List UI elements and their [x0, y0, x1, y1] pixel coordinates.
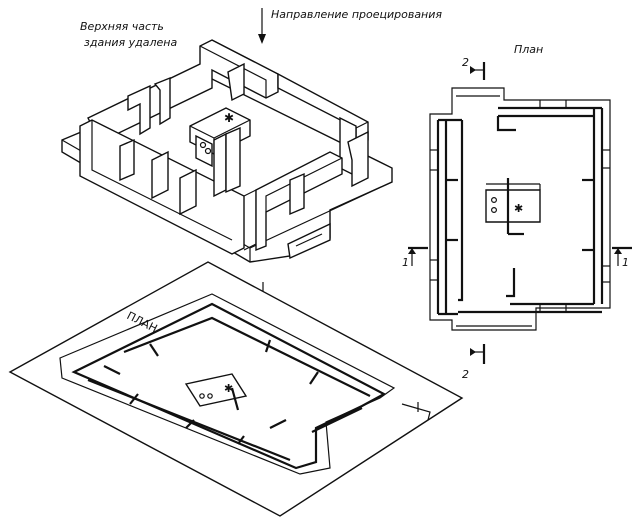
svg-text:1: 1	[402, 256, 409, 269]
section-marker-1-right: 1	[612, 246, 632, 269]
section-marker-2-bottom: 2	[462, 344, 486, 381]
projection-sheet: ПЛАН ✱	[8, 261, 464, 517]
svg-text:2: 2	[462, 368, 469, 381]
isometric-building: ✱	[61, 39, 393, 263]
plan-view: ✱	[429, 87, 611, 331]
removed-top-label-line1: Верхняя часть	[80, 20, 164, 33]
core-symbol: ✱	[224, 111, 234, 125]
plan-title: План	[514, 43, 543, 56]
svg-text:1: 1	[622, 256, 629, 269]
plan-core-symbol: ✱	[514, 202, 523, 215]
projection-arrow-top	[258, 8, 266, 44]
svg-text:2: 2	[462, 56, 469, 69]
removed-top-label-line2: здания удалена	[84, 36, 177, 49]
section-marker-2-top: 2	[462, 56, 486, 80]
section-marker-1-left: 1	[402, 246, 428, 269]
sheet-core-symbol: ✱	[224, 382, 233, 395]
projection-direction-label: Направление проецирования	[271, 8, 442, 21]
